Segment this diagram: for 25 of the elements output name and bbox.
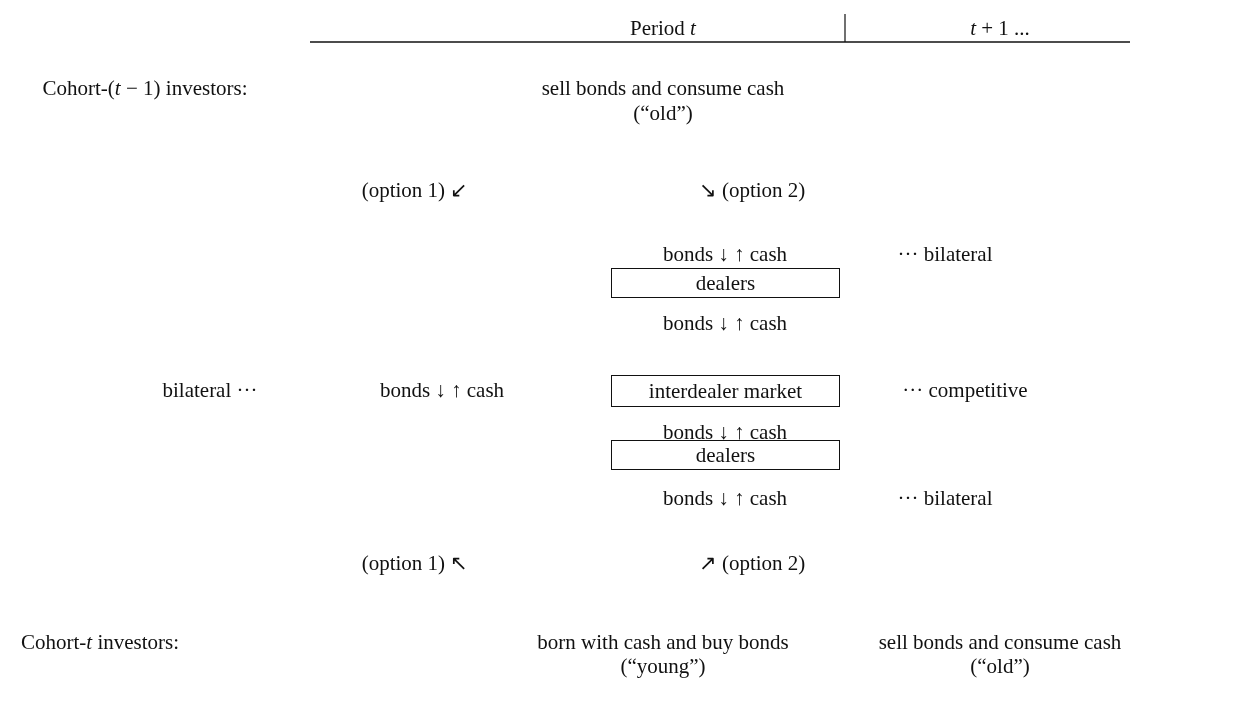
action-text: born with cash and buy bonds — [537, 629, 789, 655]
flow-label: bonds ↓ ↑ cash — [379, 377, 505, 403]
action-text: sell bonds and consume cash — [878, 629, 1122, 655]
age-label: (“old”) — [970, 653, 1030, 679]
cohort-label: Cohort-t investors: — [20, 629, 180, 655]
column-heading: Period t — [630, 15, 696, 41]
market-type-label: ··· competitive — [902, 377, 1028, 403]
age-label: (“old”) — [633, 100, 693, 126]
market-box: interdealer market — [611, 375, 840, 407]
option-arrow: ↗ (option 2) — [698, 550, 806, 576]
market-type-label: bilateral ··· — [162, 377, 258, 403]
market-box: dealers — [611, 440, 840, 470]
option-arrow: (option 1) ↙ — [361, 177, 469, 203]
option-arrow: ↘ (option 2) — [698, 177, 806, 203]
cohort-label: Cohort-(t − 1) investors: — [42, 75, 248, 101]
column-heading: t + 1 ... — [970, 15, 1030, 41]
flow-label: bonds ↓ ↑ cash — [662, 241, 788, 267]
flow-label: bonds ↓ ↑ cash — [662, 485, 788, 511]
flow-label: bonds ↓ ↑ cash — [662, 310, 788, 336]
option-arrow: (option 1) ↖ — [361, 550, 469, 576]
market-box: dealers — [611, 268, 840, 298]
age-label: (“young”) — [620, 653, 706, 679]
market-type-label: ··· bilateral — [897, 241, 993, 267]
market-type-label: ··· bilateral — [897, 485, 993, 511]
action-text: sell bonds and consume cash — [541, 75, 785, 101]
